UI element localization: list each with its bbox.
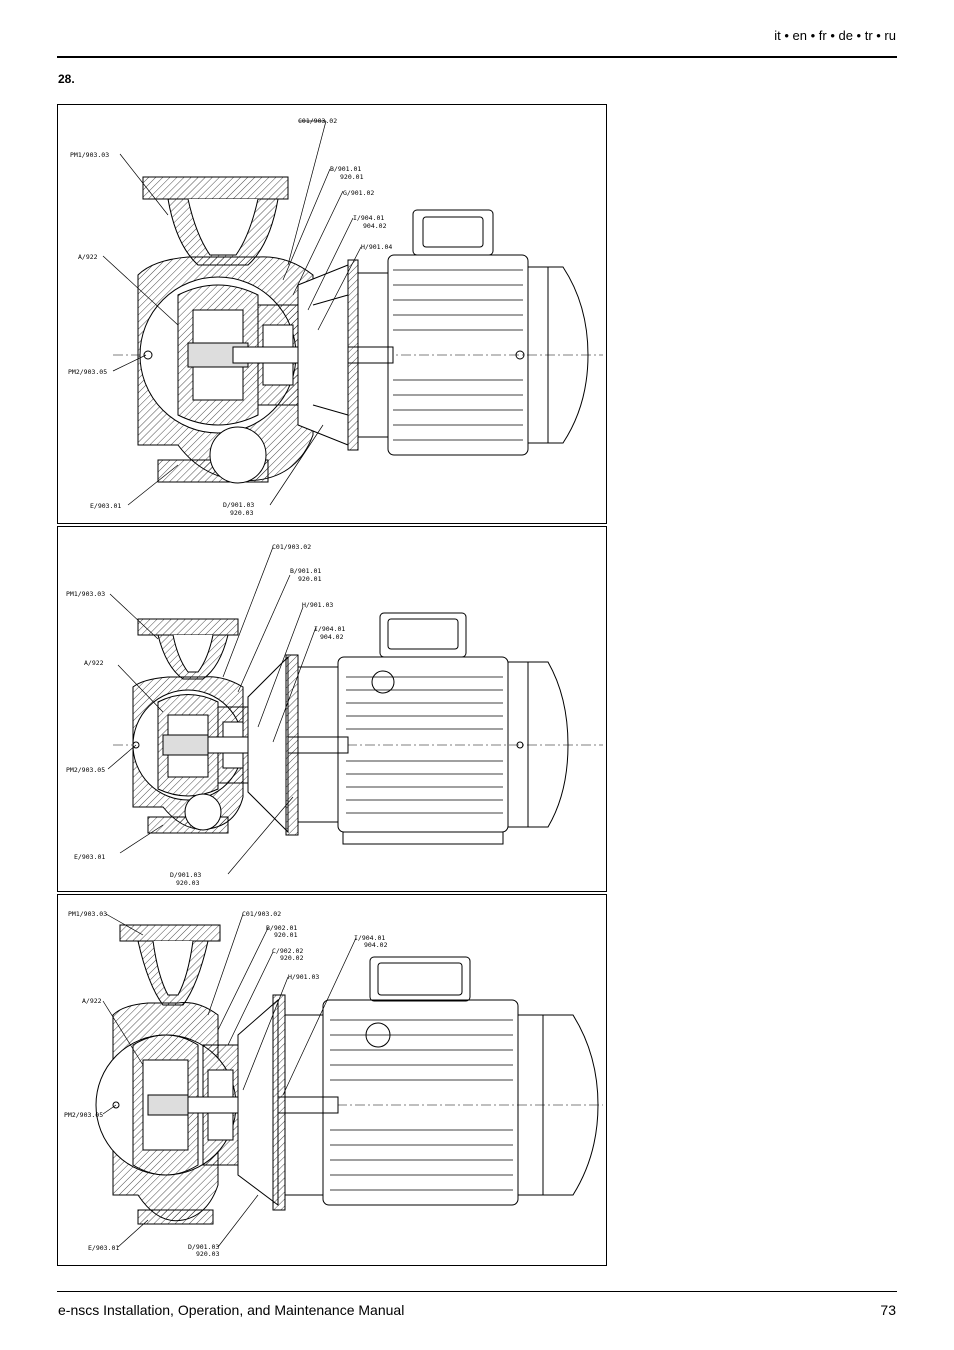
callout-label: I/904.01: [353, 214, 384, 222]
callout-label: 904.02: [363, 222, 387, 230]
callout-label: C01/903.02: [242, 910, 281, 918]
header-rule: [57, 56, 897, 58]
callout-label: PM1/903.03: [70, 151, 109, 159]
pump-drawing-2-svg: C01/903.02 B/901.01 920.01 PM1/903.03 H/…: [66, 543, 603, 887]
callout-label: B/901.01: [330, 165, 361, 173]
page-number: 73: [880, 1302, 896, 1318]
callout-label: C01/903.02: [272, 543, 311, 551]
callout-label: E/903.01: [90, 502, 121, 510]
callout-label: 920.01: [340, 173, 364, 181]
callout-label: A/922: [78, 253, 98, 261]
callout-label: C01/903.02: [298, 117, 337, 125]
callout-label: D/901.03: [223, 501, 254, 509]
callout-label: C/902.02: [272, 947, 303, 955]
callout-label: 920.02: [280, 954, 304, 962]
callout-label: E/903.01: [74, 853, 105, 861]
callout-label: A/922: [82, 997, 102, 1005]
callout-label: 920.03: [196, 1250, 220, 1258]
footer-title: e-nscs Installation, Operation, and Main…: [58, 1302, 405, 1318]
callout-label: 920.03: [230, 509, 254, 517]
pump-drawing-2: C01/903.02 B/901.01 920.01 PM1/903.03 H/…: [57, 526, 607, 892]
callout-label: B/902.01: [266, 924, 297, 932]
callout-label: 920.01: [274, 931, 298, 939]
callout-label: 920.03: [176, 879, 200, 887]
callout-label: PM2/903.05: [66, 766, 105, 774]
callout-label: H/901.04: [361, 243, 392, 251]
callout-label: PM2/903.05: [64, 1111, 103, 1119]
figure-number: 28.: [58, 72, 75, 86]
callout-label: A/922: [84, 659, 104, 667]
callout-label: PM2/903.05: [68, 368, 107, 376]
callout-label: I/904.01: [314, 625, 345, 633]
pump-drawing-1: C01/903.02 PM1/903.03 B/901.01 920.01 G/…: [57, 104, 607, 524]
callout-label: PM1/903.03: [68, 910, 107, 918]
callout-label: 920.01: [298, 575, 322, 583]
callout-label: D/901.03: [188, 1243, 219, 1251]
callout-label: B/901.01: [290, 567, 321, 575]
callout-label: 904.02: [364, 941, 388, 949]
callout-label: G/901.02: [343, 189, 374, 197]
callout-label: H/901.03: [302, 601, 333, 609]
language-list: it • en • fr • de • tr • ru: [774, 28, 896, 43]
callout-label: PM1/903.03: [66, 590, 105, 598]
pump-drawing-3-svg: PM1/903.03 C01/903.02 B/902.01 920.01 I/…: [64, 910, 603, 1258]
pump-drawing-1-svg: C01/903.02 PM1/903.03 B/901.01 920.01 G/…: [68, 117, 603, 517]
callout-label: I/904.01: [354, 934, 385, 942]
footer-rule: [57, 1291, 897, 1292]
callout-label: H/901.03: [288, 973, 319, 981]
pump-drawing-3: PM1/903.03 C01/903.02 B/902.01 920.01 I/…: [57, 894, 607, 1266]
callout-label: D/901.03: [170, 871, 201, 879]
callout-label: E/903.01: [88, 1244, 119, 1252]
callout-label: 904.02: [320, 633, 344, 641]
